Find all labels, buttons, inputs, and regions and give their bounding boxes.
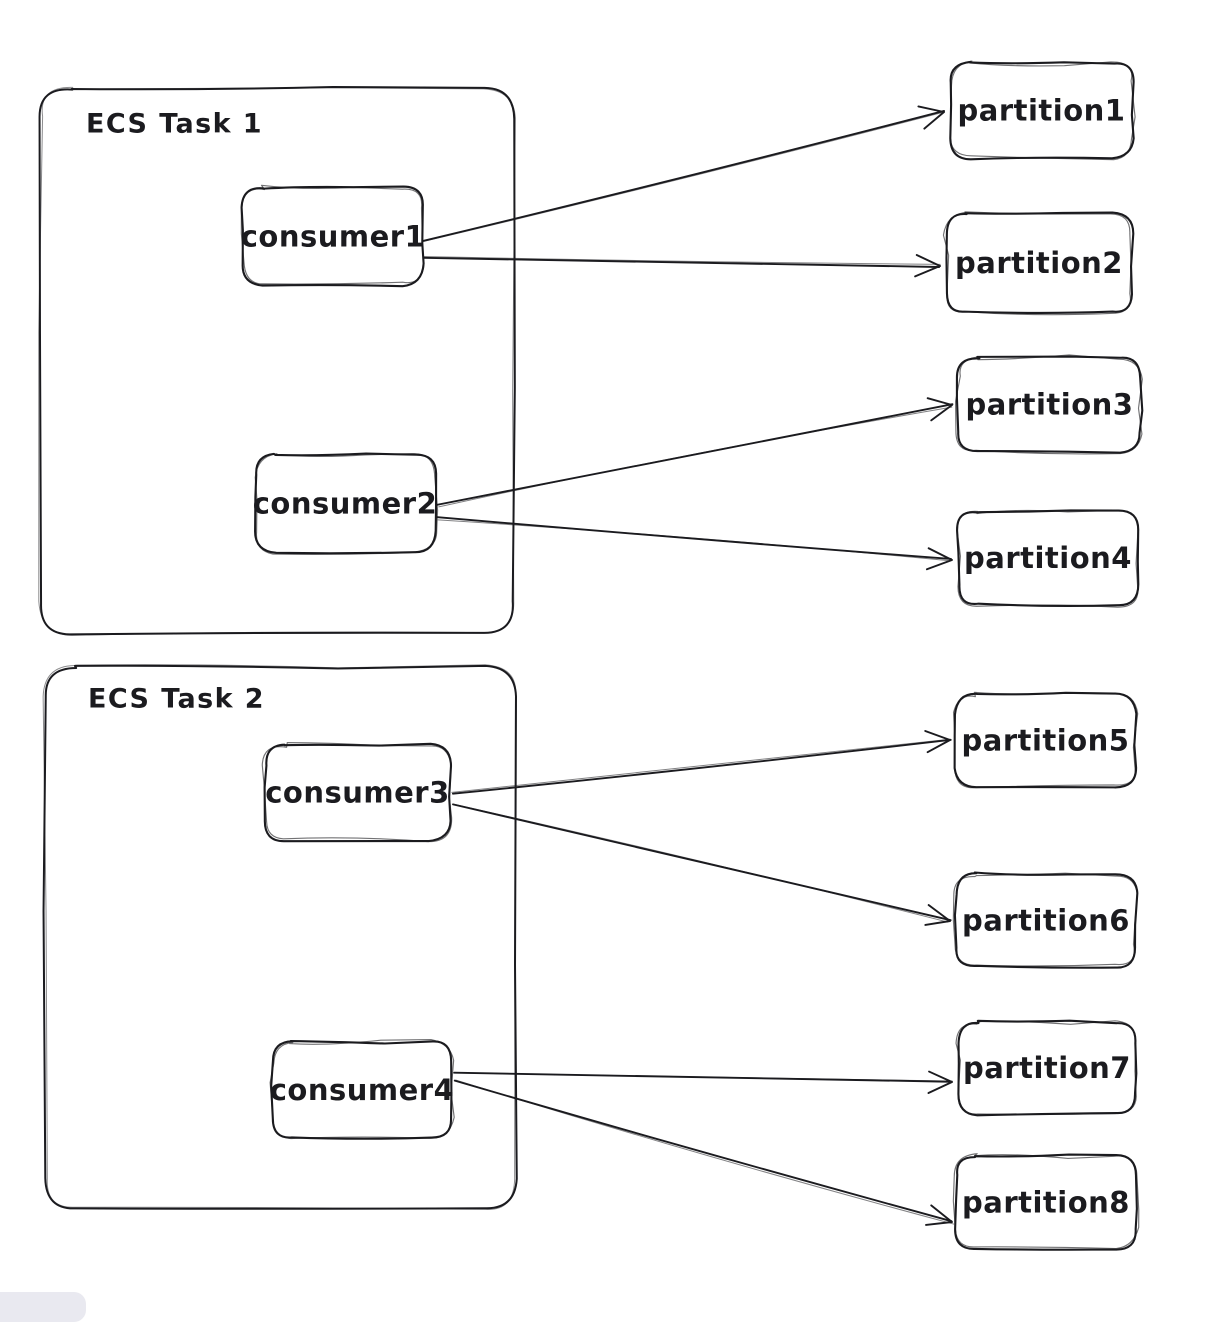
group-container-layer: ECS Task 1 ECS Task 2 bbox=[38, 85, 518, 1210]
consumer-node[interactable]: consumer4 bbox=[269, 1039, 455, 1140]
arrowhead-icon bbox=[925, 547, 953, 571]
node-border-sketch bbox=[955, 1020, 1137, 1115]
node-border bbox=[956, 509, 1140, 607]
node-label: consumer3 bbox=[265, 776, 450, 810]
node-border bbox=[954, 1153, 1138, 1251]
arrowhead-icon bbox=[914, 254, 941, 278]
connector-line-sketch bbox=[451, 738, 951, 793]
node-layer: consumer1 consumer2 consumer3 consumer4 part… bbox=[240, 60, 1144, 1251]
group-border bbox=[42, 664, 518, 1210]
node-border-sketch bbox=[952, 691, 1139, 789]
connector-line-sketch bbox=[437, 519, 951, 562]
connector-line bbox=[453, 1079, 953, 1223]
node-label: partition4 bbox=[964, 541, 1132, 575]
connector-arrow[interactable] bbox=[422, 254, 941, 278]
ecs-task-group[interactable]: ECS Task 2 bbox=[42, 664, 518, 1210]
group-label: ECS Task 2 bbox=[88, 684, 265, 715]
edge-layer bbox=[421, 105, 955, 1226]
node-border bbox=[955, 355, 1144, 454]
connector-arrow[interactable] bbox=[453, 1079, 955, 1226]
node-border-sketch bbox=[954, 354, 1143, 455]
node-border bbox=[270, 1039, 453, 1140]
partition-node[interactable]: partition8 bbox=[952, 1153, 1140, 1251]
node-border-sketch bbox=[261, 741, 453, 843]
arrowhead-icon bbox=[925, 1204, 953, 1226]
node-border-sketch bbox=[949, 60, 1136, 161]
group-border-sketch bbox=[38, 86, 516, 636]
connector-line-sketch bbox=[421, 111, 945, 243]
node-border bbox=[945, 211, 1135, 314]
group-border-sketch bbox=[42, 664, 517, 1210]
arrowhead-icon bbox=[926, 397, 953, 422]
partition-node[interactable]: partition6 bbox=[952, 871, 1139, 969]
group-label: ECS Task 1 bbox=[86, 109, 263, 140]
connector-line bbox=[435, 516, 952, 560]
partition-node[interactable]: partition7 bbox=[955, 1019, 1138, 1117]
arrowhead-icon bbox=[927, 1070, 953, 1094]
node-border-sketch bbox=[269, 1039, 455, 1140]
node-label: partition6 bbox=[962, 904, 1130, 938]
connector-line bbox=[422, 109, 945, 242]
consumer-node[interactable]: consumer1 bbox=[240, 184, 426, 288]
consumer-node[interactable]: consumer2 bbox=[253, 452, 439, 556]
node-label: partition5 bbox=[962, 724, 1130, 758]
node-border-sketch bbox=[952, 872, 1138, 967]
node-label: partition3 bbox=[966, 388, 1134, 422]
connector-arrow[interactable] bbox=[435, 397, 954, 508]
connector-line-sketch bbox=[453, 803, 949, 923]
partition-node[interactable]: partition5 bbox=[952, 691, 1139, 789]
connector-arrow[interactable] bbox=[453, 1070, 953, 1094]
node-border-sketch bbox=[952, 1153, 1140, 1250]
partition-node[interactable]: partition4 bbox=[956, 509, 1140, 608]
node-border bbox=[953, 871, 1139, 969]
node-label: consumer2 bbox=[253, 487, 438, 521]
connector-line bbox=[435, 403, 954, 506]
arrowhead-icon bbox=[917, 105, 945, 130]
node-border-sketch bbox=[956, 509, 1139, 608]
connector-arrow[interactable] bbox=[435, 516, 953, 571]
consumer-node[interactable]: consumer3 bbox=[261, 741, 453, 843]
node-border-sketch bbox=[240, 184, 425, 285]
connector-line-sketch bbox=[438, 406, 953, 508]
node-label: partition2 bbox=[955, 246, 1123, 280]
connector-line-sketch bbox=[455, 1079, 955, 1225]
partition-node[interactable]: partition3 bbox=[954, 354, 1144, 455]
node-label: partition7 bbox=[963, 1051, 1131, 1085]
connector-line-sketch bbox=[453, 1072, 953, 1082]
node-label: consumer1 bbox=[241, 220, 426, 254]
connector-line-sketch bbox=[422, 256, 941, 265]
connector-arrow[interactable] bbox=[451, 730, 952, 795]
ecs-task-group[interactable]: ECS Task 1 bbox=[38, 85, 516, 636]
connector-line bbox=[422, 256, 941, 268]
partition-node[interactable]: partition1 bbox=[949, 60, 1136, 161]
connector-arrow[interactable] bbox=[421, 105, 945, 243]
node-border-sketch bbox=[942, 211, 1132, 316]
node-label: partition1 bbox=[958, 94, 1126, 128]
arrowhead-icon bbox=[924, 730, 951, 754]
arrowhead-icon bbox=[924, 904, 951, 926]
node-label: partition8 bbox=[962, 1186, 1130, 1220]
excalidraw-bottom-toolbar[interactable] bbox=[0, 1292, 86, 1322]
connector-line bbox=[452, 803, 952, 922]
connector-line bbox=[451, 738, 952, 795]
connector-arrow[interactable] bbox=[452, 803, 952, 926]
node-border-sketch bbox=[254, 452, 439, 556]
node-label: consumer4 bbox=[270, 1073, 455, 1107]
partition-node[interactable]: partition2 bbox=[942, 211, 1135, 316]
